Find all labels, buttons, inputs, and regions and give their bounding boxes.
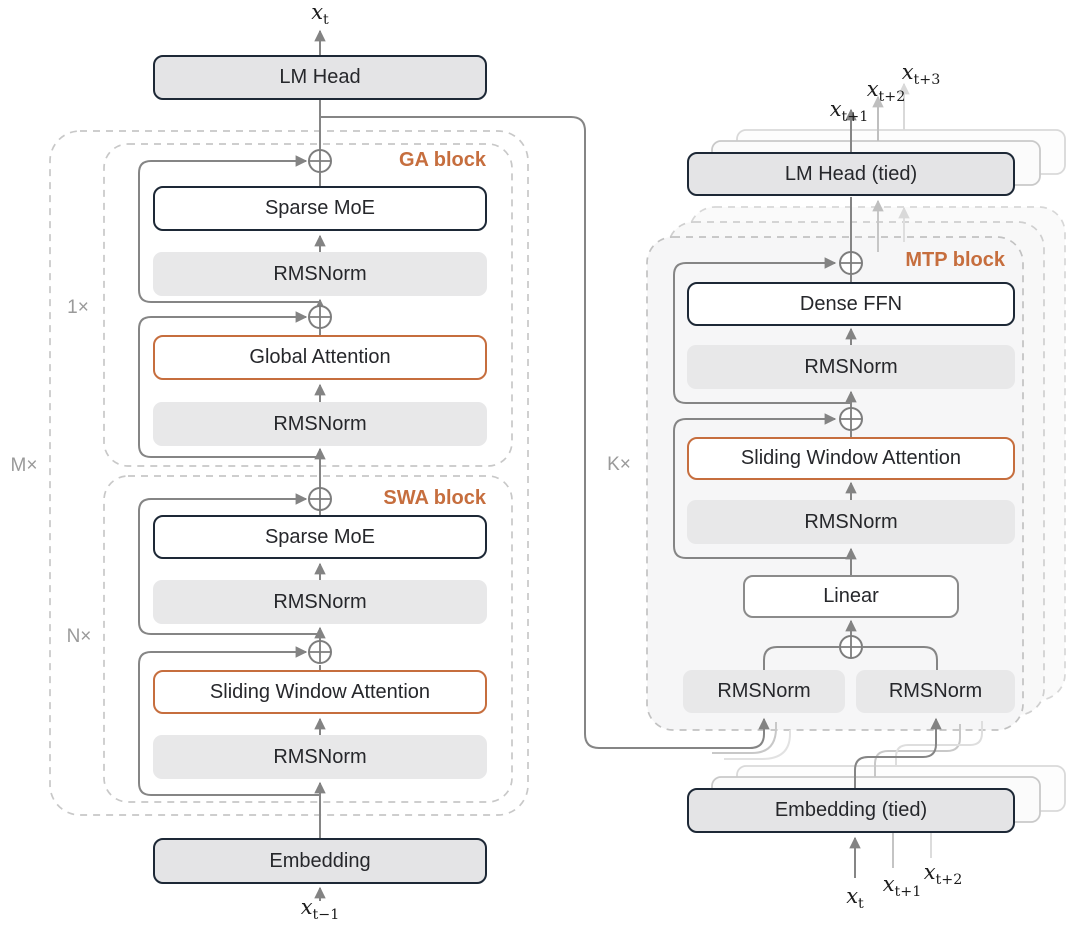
mtp-rmsnorm-left-box: RMSNorm bbox=[683, 670, 845, 713]
swa-block-label: SWA block bbox=[383, 487, 486, 509]
ga-rmsnorm-upper-box: RMSNorm bbox=[153, 252, 487, 296]
add-icon bbox=[308, 640, 332, 664]
ga-repeat-label: 1× bbox=[67, 297, 89, 318]
ghost-wires bbox=[712, 82, 983, 868]
embedding-box: Embedding bbox=[153, 838, 487, 884]
swa-rmsnorm-upper-box: RMSNorm bbox=[153, 580, 487, 624]
mtp-sliding-window-attention-box: Sliding Window Attention bbox=[687, 437, 1015, 480]
add-icon bbox=[308, 149, 332, 173]
lm-head-tied-box: LM Head (tied) bbox=[687, 152, 1015, 196]
mtp-rmsnorm-lower-box: RMSNorm bbox=[687, 500, 1015, 544]
right-tower-wires bbox=[673, 108, 942, 878]
swa-sparse-moe-box: Sparse MoE bbox=[153, 515, 487, 559]
lm-head-box: LM Head bbox=[153, 55, 487, 100]
swa-block-frame bbox=[103, 475, 513, 803]
right-input-label-2: xt+1 bbox=[882, 872, 922, 901]
left-input-label: xt−1 bbox=[300, 895, 340, 924]
ga-block-label: GA block bbox=[398, 149, 486, 171]
mtp-block-label: MTP block bbox=[905, 249, 1005, 271]
ga-block-frame bbox=[103, 143, 513, 467]
global-attention-box: Global Attention bbox=[153, 335, 487, 380]
left-tower-wires bbox=[138, 29, 770, 901]
add-icon bbox=[308, 305, 332, 329]
swa-repeat-label: N× bbox=[66, 626, 92, 647]
add-icon bbox=[308, 487, 332, 511]
embedding-tied-box: Embedding (tied) bbox=[687, 788, 1015, 833]
swa-rmsnorm-lower-box: RMSNorm bbox=[153, 735, 487, 779]
left-output-label: xt bbox=[311, 0, 329, 29]
outer-repeat-frame bbox=[49, 130, 529, 816]
mtp-repeat-label: K× bbox=[607, 454, 631, 475]
linear-box: Linear bbox=[743, 575, 959, 618]
dense-ffn-box: Dense FFN bbox=[687, 282, 1015, 326]
right-input-label-3: xt+2 bbox=[923, 860, 963, 889]
sliding-window-attention-box: Sliding Window Attention bbox=[153, 670, 487, 714]
ga-sparse-moe-box: Sparse MoE bbox=[153, 186, 487, 231]
mtp-rmsnorm-right-box: RMSNorm bbox=[856, 670, 1015, 713]
add-icon bbox=[839, 635, 863, 659]
ga-rmsnorm-lower-box: RMSNorm bbox=[153, 402, 487, 446]
add-icon bbox=[839, 407, 863, 431]
add-icon bbox=[839, 251, 863, 275]
right-input-label-1: xt bbox=[846, 884, 864, 913]
mtp-rmsnorm-upper-box: RMSNorm bbox=[687, 345, 1015, 389]
outer-repeat-label: M× bbox=[10, 455, 38, 476]
add-icons bbox=[308, 149, 863, 664]
right-output-label-3: xt+3 bbox=[901, 60, 941, 89]
